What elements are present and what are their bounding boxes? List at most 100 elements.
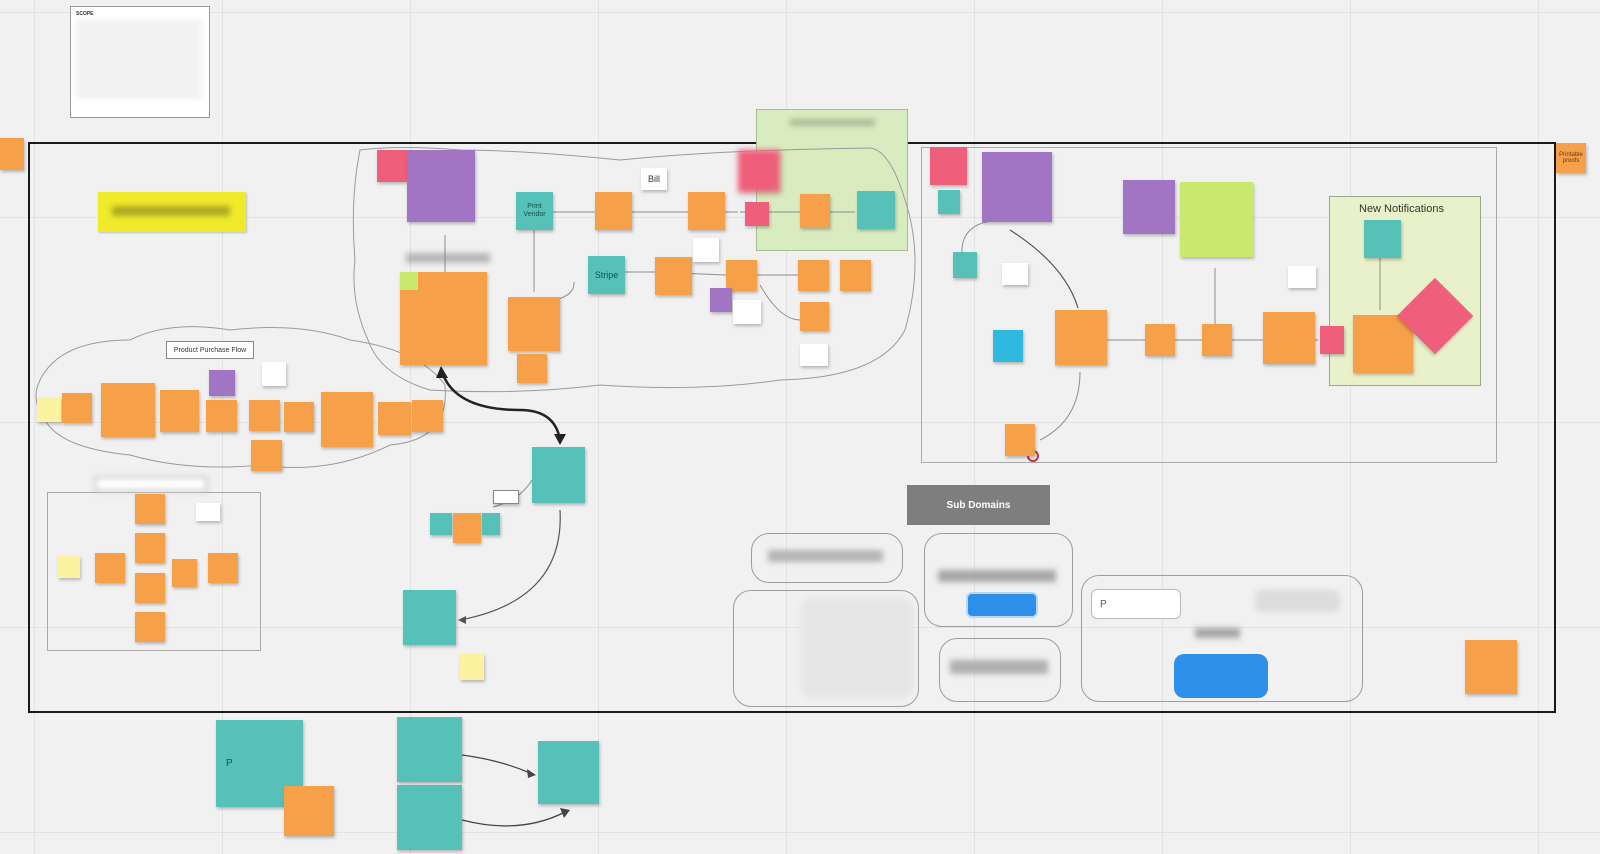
cloud-sticky-4[interactable] [206, 400, 237, 432]
cloud-sticky-2[interactable] [101, 383, 155, 437]
flow-sticky-a[interactable] [595, 192, 632, 230]
cross-yellow-sticky[interactable] [58, 556, 80, 578]
purple-sticky-small[interactable] [710, 288, 732, 312]
white-note-right[interactable] [1002, 263, 1028, 285]
edge-sticky-left[interactable] [0, 138, 24, 170]
cloud-sticky-1[interactable] [62, 393, 92, 423]
teal-sticky-right-b[interactable] [953, 252, 977, 278]
cross-sticky-far-right[interactable] [208, 553, 238, 583]
teal-sticky-bottom-b[interactable] [397, 785, 462, 850]
flow-sticky-f[interactable] [798, 260, 829, 291]
white-chip-mid[interactable] [493, 490, 519, 504]
flow-sticky-h[interactable] [800, 302, 829, 331]
purple-sticky-large[interactable] [407, 150, 475, 222]
bottom-left-frame-title[interactable] [95, 477, 207, 491]
sub-domain-box-1[interactable] [751, 533, 903, 583]
yellow-sticky-mid[interactable] [460, 654, 484, 680]
purple-sticky-right-large[interactable] [982, 152, 1052, 222]
sub-domain-blue-button-large[interactable] [1174, 654, 1268, 698]
flow-sticky-c-sub[interactable] [517, 354, 547, 383]
cross-sticky-low[interactable] [135, 573, 165, 603]
green-region-sticky[interactable] [800, 194, 830, 228]
right-flow-sticky-b[interactable] [1145, 324, 1175, 356]
teal-sticky-small-b[interactable] [482, 513, 500, 535]
cloud-sticky-8[interactable] [321, 392, 373, 447]
flow-sticky-c[interactable] [508, 297, 560, 351]
teal-sticky-mid-b[interactable] [403, 590, 456, 645]
flow-sticky-g[interactable] [840, 260, 871, 291]
cloud-white-note[interactable] [262, 362, 286, 386]
cross-sticky-left[interactable] [95, 553, 125, 583]
flow-sticky-d[interactable] [655, 257, 692, 295]
cloud-sticky-5[interactable] [249, 400, 280, 431]
cloud-purple-sticky[interactable] [209, 370, 235, 396]
purple-sticky-right-b[interactable] [1123, 180, 1175, 234]
cross-sticky-bottom[interactable] [135, 612, 165, 642]
teal-sticky-small-a[interactable] [430, 513, 452, 535]
orange-sticky-bottom[interactable] [284, 786, 334, 836]
sub-domain-box-1-label [768, 550, 883, 562]
sub-domain-box-3-inner[interactable] [800, 598, 914, 698]
pink-sticky-blurred[interactable] [738, 150, 780, 192]
cloud-sticky-6[interactable] [284, 402, 314, 432]
scope-notes-title: SCOPE [76, 11, 94, 17]
right-flow-sticky-c[interactable] [1202, 324, 1232, 356]
sub-domain-blue-button-small[interactable] [966, 592, 1038, 618]
grid-orange-sticky[interactable] [400, 272, 487, 365]
right-flow-sticky-d[interactable] [1263, 312, 1315, 364]
cross-sticky-right[interactable] [172, 559, 197, 587]
teal-sticky-bottom-a[interactable] [397, 717, 462, 782]
cloud-sticky-9[interactable] [378, 402, 411, 435]
sub-domain-box-5-chip-a[interactable]: P [1091, 589, 1181, 619]
white-note-1[interactable] [693, 238, 719, 262]
scope-notes-text [76, 21, 202, 101]
white-note-2[interactable] [733, 300, 761, 324]
flow-sticky-e[interactable] [726, 260, 757, 291]
pink-sticky-top[interactable] [377, 150, 407, 182]
sub-domain-box-4-label [950, 660, 1048, 674]
cross-white-note[interactable] [196, 503, 220, 521]
scope-notes-card[interactable]: SCOPE [70, 6, 210, 118]
green-region-title [790, 119, 875, 126]
sub-domain-box-5-text [1195, 628, 1240, 638]
sub-domain-box-4[interactable] [939, 638, 1061, 702]
cloud-sticky-10[interactable] [412, 400, 443, 432]
printable-proofs-sticky[interactable]: Printable proofs [1556, 143, 1586, 173]
sub-domain-box-5[interactable] [1081, 575, 1363, 702]
green-region-teal-sticky[interactable] [857, 191, 895, 229]
print-vendor-sticky[interactable]: Print Vendor [516, 192, 553, 230]
orange-sticky-chain[interactable] [453, 513, 481, 543]
right-flow-sticky-a[interactable] [1055, 310, 1107, 365]
green-sticky-right[interactable] [1180, 182, 1253, 257]
notification-teal-sticky[interactable] [1364, 220, 1401, 258]
cloud-sticky-7[interactable] [251, 440, 282, 471]
sub-domain-box-5-chip-b[interactable] [1255, 590, 1340, 612]
flow-sticky-b[interactable] [688, 192, 725, 230]
bottom-right-sticky[interactable] [1465, 640, 1517, 694]
sub-domains-header[interactable]: Sub Domains [907, 485, 1050, 525]
cross-sticky-mid[interactable] [135, 533, 165, 563]
yellow-sticky-left[interactable] [37, 398, 61, 422]
teal-sticky-right-c[interactable] [993, 330, 1023, 362]
white-note-right-b[interactable] [1288, 266, 1316, 288]
cross-sticky-top[interactable] [135, 494, 165, 524]
new-notifications-title: New Notifications [1359, 203, 1444, 215]
product-purchase-flow-label[interactable]: Product Purchase Flow [166, 341, 254, 359]
pink-sticky-small[interactable] [745, 202, 769, 226]
teal-sticky-right-a[interactable] [938, 190, 960, 214]
stripe-sticky[interactable]: Stripe [588, 256, 625, 294]
bill-note[interactable]: Bill [641, 168, 667, 190]
teal-sticky-bottom-c[interactable] [538, 741, 599, 804]
yellow-title-text [112, 206, 230, 216]
right-flow-sticky-e[interactable] [1353, 315, 1413, 373]
sub-domain-box-2[interactable] [924, 533, 1073, 627]
teal-sticky-mid-large[interactable] [532, 447, 585, 503]
right-flow-sticky-low[interactable] [1005, 424, 1035, 456]
pink-sticky-right[interactable] [930, 147, 967, 185]
pink-sticky-right-small[interactable] [1320, 326, 1344, 354]
bottom-left-frame[interactable] [47, 492, 261, 651]
sub-domain-box-3[interactable] [733, 590, 919, 707]
cloud-sticky-3[interactable] [160, 390, 199, 432]
right-flow-frame[interactable] [921, 147, 1497, 463]
white-note-3[interactable] [800, 344, 828, 366]
